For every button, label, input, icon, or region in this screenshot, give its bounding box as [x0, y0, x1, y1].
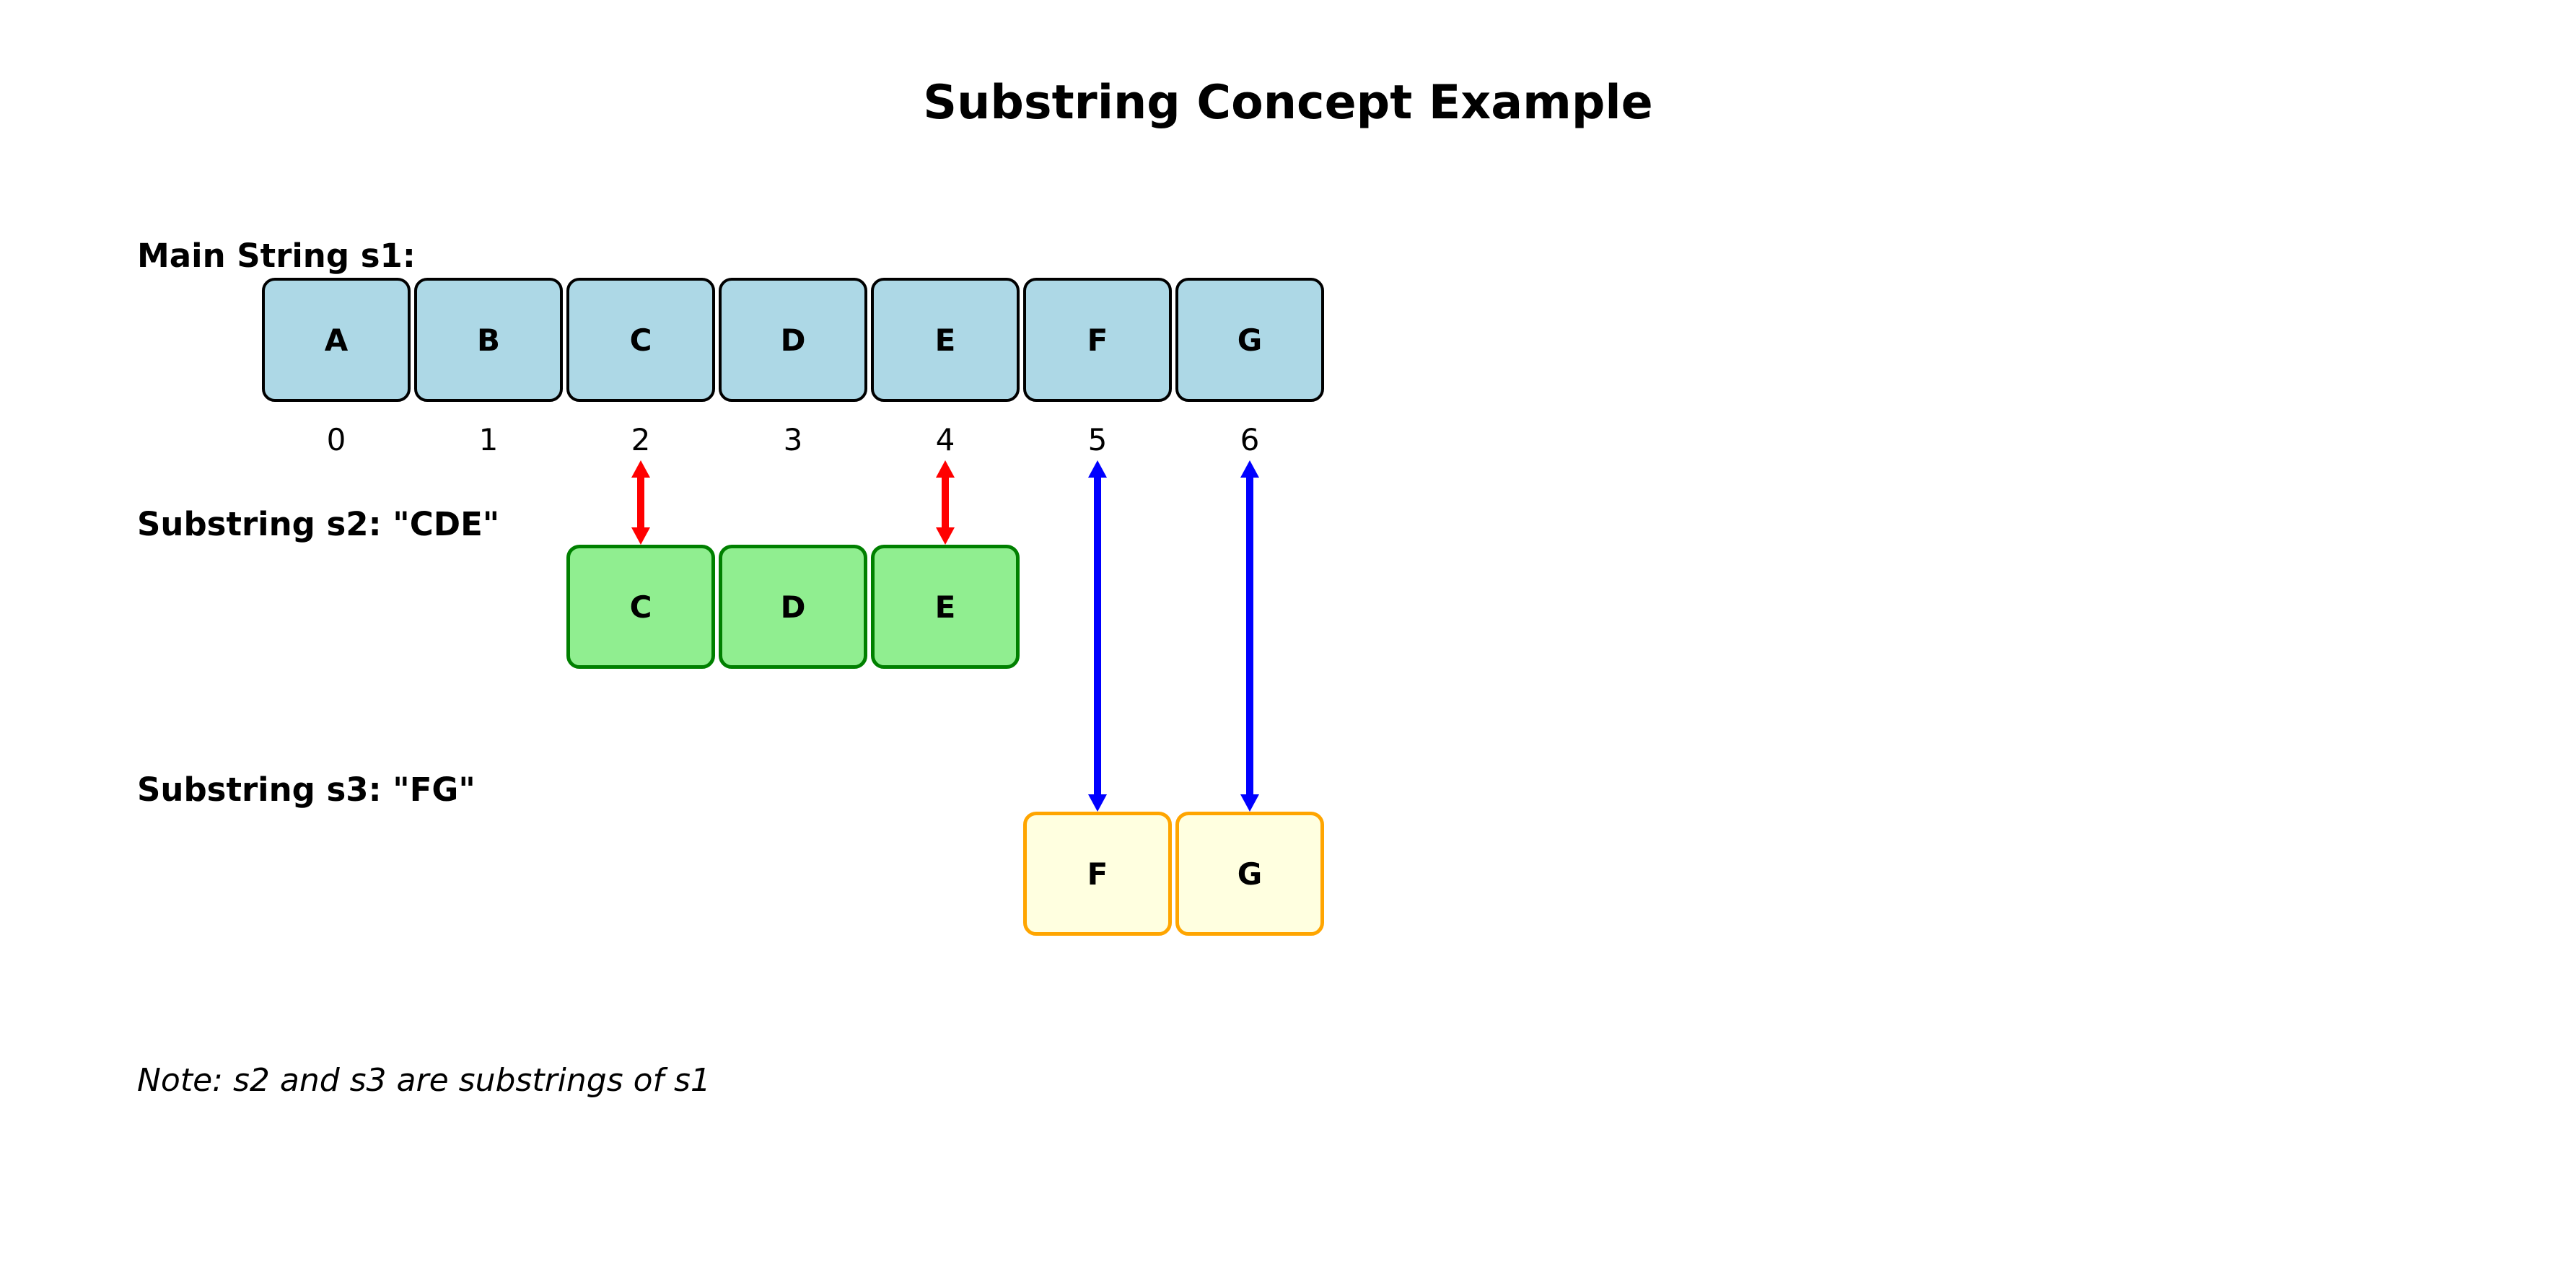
s1-cell-4: E: [871, 278, 1020, 402]
index-label-row: 0 1 2 3 4 5 6: [262, 422, 1324, 457]
s2-cell-0: C: [566, 545, 715, 669]
s1-index-label-5: 5: [1087, 422, 1108, 457]
arrow-shaft: [942, 478, 949, 527]
main-string-label: Main String s1:: [137, 237, 416, 275]
arrow-up-icon: [1088, 460, 1107, 478]
arrow-down-icon: [631, 527, 650, 545]
s1-index-label-2: 2: [631, 422, 651, 457]
s1-index-label-3: 3: [783, 422, 803, 457]
s1-cell-5: F: [1023, 278, 1172, 402]
arrow-up-icon: [1240, 460, 1259, 478]
s3-match-arrow-index-5: [1088, 460, 1107, 812]
s1-index-label-0: 0: [326, 422, 346, 457]
s2-cell-2: E: [871, 545, 1020, 669]
s1-cell-6: G: [1175, 278, 1324, 402]
arrow-down-icon: [1240, 794, 1259, 812]
s1-cell-3: D: [719, 278, 867, 402]
arrow-shaft: [1246, 478, 1253, 794]
arrow-up-icon: [936, 460, 955, 478]
s1-cell-0: A: [262, 278, 411, 402]
s1-index-label-4: 4: [935, 422, 955, 457]
footnote: Note: s2 and s3 are substrings of s1: [137, 1062, 711, 1099]
s2-cell-1: D: [719, 545, 867, 669]
s1-index-label-1: 1: [478, 422, 499, 457]
substring-s2-row: C D E: [566, 545, 1020, 669]
s1-index-label-6: 6: [1240, 422, 1260, 457]
arrow-down-icon: [1088, 794, 1107, 812]
arrow-shaft: [637, 478, 644, 527]
s3-cell-0: F: [1023, 812, 1172, 936]
s1-cell-1: B: [414, 278, 563, 402]
s2-match-arrow-index-4: [936, 460, 955, 545]
arrow-down-icon: [936, 527, 955, 545]
substring-s3-label: Substring s3: "FG": [137, 771, 476, 809]
substring-s3-row: F G: [1023, 812, 1324, 936]
arrow-up-icon: [631, 460, 650, 478]
main-string-row: A B C D E F G: [262, 278, 1324, 402]
diagram-title: Substring Concept Example: [923, 76, 1653, 130]
s2-match-arrow-index-2: [631, 460, 650, 545]
s1-cell-2: C: [566, 278, 715, 402]
s3-cell-1: G: [1175, 812, 1324, 936]
substring-s2-label: Substring s2: "CDE": [137, 505, 500, 543]
s3-match-arrow-index-6: [1240, 460, 1259, 812]
arrow-shaft: [1094, 478, 1101, 794]
